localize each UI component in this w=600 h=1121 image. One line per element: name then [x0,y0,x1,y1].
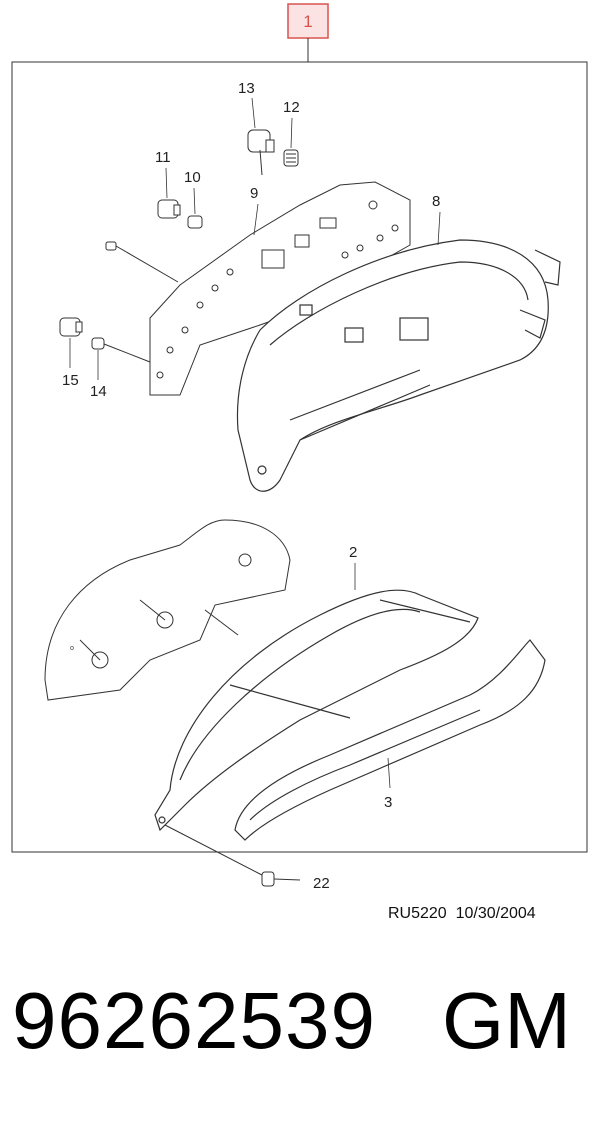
callout-2: 2 [349,544,357,561]
callout-22: 22 [313,875,330,892]
part-10-bulb [187,215,203,229]
part-9-circuit-board [149,181,411,396]
callout-14: 14 [90,383,107,400]
part-11-socket [157,199,181,219]
callout-12: 12 [283,99,300,116]
svg-text:o: o [70,645,74,652]
part-3-lens [234,639,546,841]
callout-13: 13 [238,80,255,97]
callout-8: 8 [432,193,440,210]
gauge-face-plate: o [44,519,291,701]
manufacturer: GM [442,976,571,1065]
part-12-bulb [283,149,299,167]
callout-10: 10 [184,169,201,186]
part-13-sensor [247,129,275,176]
part-number: 96262539 [12,976,376,1065]
part-15-socket [59,317,83,337]
assembly-callout-label: 1 [303,12,312,31]
part-2-lens-frame [154,589,479,832]
diagram-frame [11,61,588,853]
callout-9: 9 [250,185,258,202]
part-8-housing [236,239,561,492]
callout-3: 3 [384,794,392,811]
part-22-screw [164,824,301,887]
callout-15: 15 [62,372,79,389]
screw-left [105,241,179,283]
part-14-bulb [91,337,151,363]
drawing-reference: RU5220 10/30/2004 [388,905,536,922]
callout-11: 11 [155,149,171,166]
